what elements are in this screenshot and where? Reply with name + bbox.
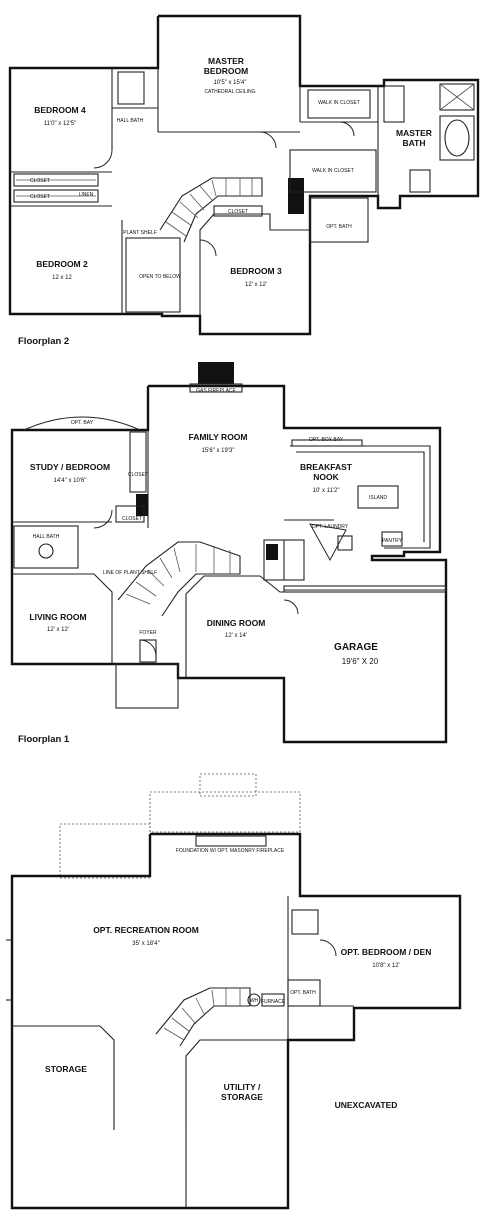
heater-label: WH xyxy=(250,998,259,1004)
living-room-label: LIVING ROOM xyxy=(29,612,86,622)
bedroom-3-label: BEDROOM 3 xyxy=(230,266,282,276)
bedroom-den-label: OPT. BEDROOM / DEN xyxy=(341,947,432,957)
open-to-below-label: OPEN TO BELOW xyxy=(139,274,181,280)
basement-labels: FOUNDATION W/ OPT. MASONRY FIREPLACE OPT… xyxy=(45,848,431,1110)
floorplan-1-caption: Floorplan 1 xyxy=(18,734,70,745)
walk-in-closet-2-label: WALK IN CLOSET xyxy=(312,168,354,174)
study-dim: 14'4" x 10'6" xyxy=(54,478,87,484)
recreation-room-dim: 35' x 18'4" xyxy=(132,941,159,947)
basement-plan xyxy=(6,773,462,1210)
study-label: STUDY / BEDROOM xyxy=(30,462,110,472)
floorplan-2-caption: Floorplan 2 xyxy=(18,336,69,347)
family-room-label: FAMILY ROOM xyxy=(188,432,247,442)
dining-room-dim: 12' x 14' xyxy=(225,633,247,639)
opt-bath-label: OPT. BATH xyxy=(326,224,352,230)
island-label: ISLAND xyxy=(369,495,387,501)
dining-room-label: DINING ROOM xyxy=(207,618,266,628)
unexcavated-label: UNEXCAVATED xyxy=(335,1100,398,1110)
furnace-label: FURNACE xyxy=(261,999,286,1005)
living-room-dim: 12' x 12' xyxy=(47,627,69,633)
bedroom-4-label: BEDROOM 4 xyxy=(34,105,86,115)
closet-3-label: CLOSET xyxy=(228,209,248,215)
storage-label: STORAGE xyxy=(45,1064,87,1074)
pantry-label: PANTRY xyxy=(382,538,402,544)
floorplan-1-labels: GAS FIREPLACE FAMILY ROOM 15'6" x 19'3" … xyxy=(18,388,403,745)
floorplan-1 xyxy=(10,362,448,744)
opt-bay-label: OPT. BAY xyxy=(71,420,94,426)
recreation-room-label: OPT. RECREATION ROOM xyxy=(93,925,199,935)
laundry-label: OPT. LAUNDRY xyxy=(312,524,349,530)
bedroom-4-dim: 11'0" x 12'5" xyxy=(44,121,76,127)
bedroom-3-dim: 12' x 12' xyxy=(245,282,267,288)
bedroom-2-dim: 12 x 12 xyxy=(52,275,72,281)
garage-label: GARAGE xyxy=(334,642,378,653)
floorplan-2 xyxy=(8,14,480,336)
foundation-label: FOUNDATION W/ OPT. MASONRY FIREPLACE xyxy=(176,848,285,854)
bedroom-2-label: BEDROOM 2 xyxy=(36,259,88,269)
closet-a-label: CLOSET xyxy=(128,472,148,478)
closet-b-label: CLOSET xyxy=(122,516,142,522)
family-room-dim: 15'6" x 19'3" xyxy=(202,448,235,454)
foyer-label: FOYER xyxy=(139,630,157,636)
plant-shelf-1-label: LINE OF PLANT SHELF xyxy=(103,570,157,576)
fireplace-label: GAS FIREPLACE xyxy=(196,388,236,394)
closet-1-label: CLOSET xyxy=(30,178,50,184)
opt-bath-b-label: OPT. BATH xyxy=(290,990,316,996)
bedroom-den-dim: 10'8" x 12' xyxy=(372,963,399,969)
master-bedroom-dim: 10'5" x 15'4" xyxy=(214,80,247,86)
linen-label: LINEN xyxy=(79,192,94,198)
closet-2-label: CLOSET xyxy=(30,194,50,200)
plant-shelf-label: PLANT SHELF xyxy=(123,230,157,236)
garage-dim: 19'6" X 20 xyxy=(342,657,379,666)
utility-label: UTILITY /STORAGE xyxy=(221,1082,263,1102)
master-bedroom-note: CATHEDRAL CEILING xyxy=(204,89,255,95)
walk-in-closet-1-label: WALK IN CLOSET xyxy=(318,100,360,106)
opt-box-bay-label: OPT. BOX BAY xyxy=(309,437,344,443)
hall-bath-1-label: HALL BATH xyxy=(33,534,60,540)
breakfast-nook-dim: 10' x 11'2" xyxy=(313,488,340,494)
hall-bath-label: HALL BATH xyxy=(117,118,144,124)
